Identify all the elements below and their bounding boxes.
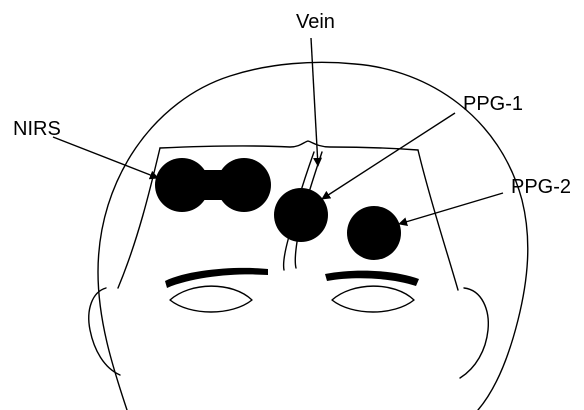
hairline-right-side [418, 150, 458, 290]
left-eyebrow [165, 268, 268, 288]
hairline [160, 141, 418, 150]
right-ear [460, 288, 488, 378]
ppg-1-sensor [274, 188, 328, 242]
ppg-2-sensor [347, 206, 401, 260]
vein-arrow [311, 38, 318, 166]
nirs-sensor [155, 158, 271, 212]
right-eyebrow [325, 271, 419, 286]
hairline-left-side [118, 148, 160, 288]
nirs-arrow [53, 137, 158, 178]
nirs-label: NIRS [13, 118, 61, 140]
left-eye [170, 286, 252, 312]
right-eye [332, 286, 414, 312]
vein-label: Vein [296, 11, 335, 33]
ppg-1-label: PPG-1 [463, 93, 523, 115]
ppg-2-label: PPG-2 [511, 176, 571, 198]
ppg-2-arrow [399, 193, 503, 224]
ppg-1-arrow [322, 113, 455, 199]
